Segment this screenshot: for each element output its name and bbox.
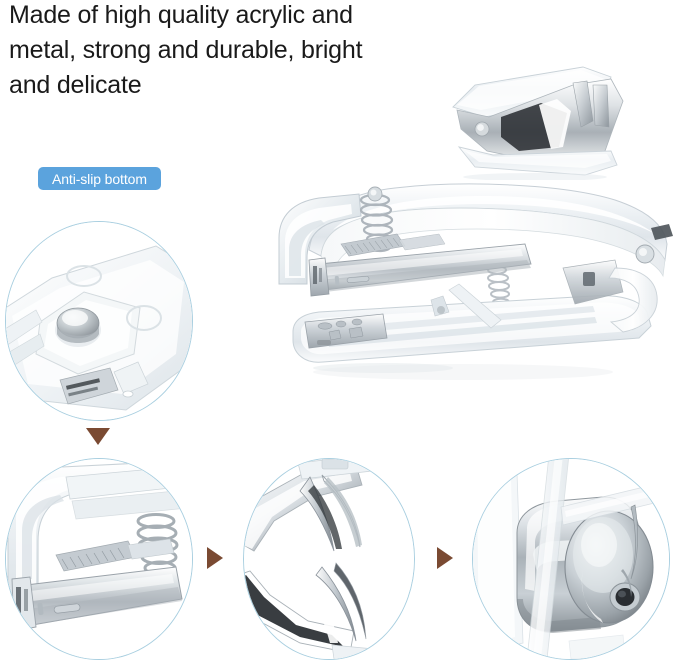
callout-spring-mechanism <box>5 458 193 660</box>
page-headline: Made of high quality acrylic and metal, … <box>9 1 363 99</box>
arrow-right-icon-1 <box>207 547 223 569</box>
anti-slip-bottom-badge: Anti-slip bottom <box>38 167 161 190</box>
arrow-down-icon <box>86 428 110 445</box>
callout-pivot-hinge <box>472 458 670 660</box>
callout-anti-slip-bottom <box>5 221 193 421</box>
arrow-right-icon-2 <box>437 547 453 569</box>
staple-remover-image <box>435 55 660 180</box>
badge-label: Anti-slip bottom <box>52 170 147 187</box>
stapler-image <box>263 172 679 392</box>
callout-remover-jaws <box>243 458 415 660</box>
